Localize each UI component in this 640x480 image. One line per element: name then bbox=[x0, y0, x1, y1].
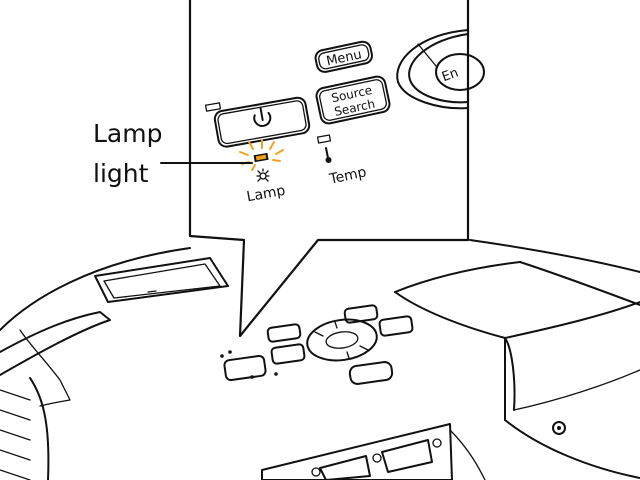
lamp-light-callout-label: Lamp light bbox=[93, 114, 162, 194]
indicator-slot-left bbox=[204, 102, 222, 112]
lamp-indicator-label: Lamp bbox=[245, 183, 286, 206]
body-button-right bbox=[378, 315, 414, 337]
enter-dial-label: En bbox=[440, 65, 461, 85]
body-button-menu bbox=[266, 323, 302, 343]
projector-body bbox=[0, 239, 640, 480]
vga-port-2 bbox=[381, 439, 433, 473]
indicator-slot-temp bbox=[316, 134, 332, 144]
callout-label-line2: light bbox=[93, 159, 149, 188]
screw-icon bbox=[552, 421, 566, 435]
thermometer-icon bbox=[325, 147, 332, 163]
menu-button-label: Menu bbox=[325, 47, 363, 69]
body-dpad bbox=[306, 318, 378, 362]
enter-dial: En bbox=[396, 29, 485, 110]
callout-bubble bbox=[188, 0, 470, 338]
power-button bbox=[213, 96, 311, 148]
body-button-bottom bbox=[348, 361, 394, 385]
body-button-source bbox=[270, 343, 306, 365]
lamp-icon bbox=[256, 168, 270, 182]
callout-label-line1: Lamp bbox=[93, 119, 163, 148]
menu-button: Menu bbox=[314, 40, 373, 73]
vga-port-1 bbox=[319, 455, 371, 480]
body-button-power bbox=[223, 354, 267, 382]
power-icon bbox=[253, 107, 272, 127]
temp-indicator-label: Temp bbox=[327, 164, 368, 188]
lamp-cover-slot bbox=[94, 257, 229, 303]
port-panel bbox=[261, 423, 453, 480]
